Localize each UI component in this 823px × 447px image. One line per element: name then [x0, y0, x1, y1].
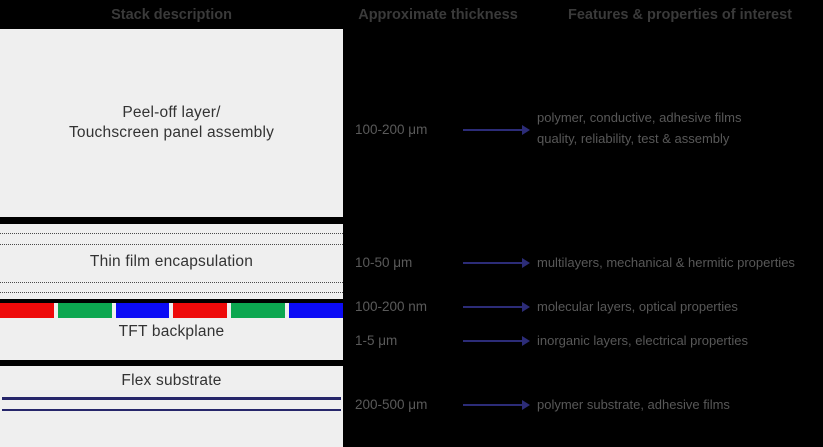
layer-tft-backplane: TFT backplane	[0, 303, 343, 360]
thickness-encapsulation: 10-50 μm	[355, 255, 413, 270]
layer-flex-substrate: Flex substrate	[0, 366, 343, 447]
subpixel-blue	[115, 303, 170, 318]
thickness-column-header: Approximate thickness	[358, 7, 518, 23]
features-peel-off-line2: quality, reliability, test & assembly	[537, 131, 730, 146]
thickness-peel-off: 100-200 μm	[355, 122, 428, 137]
features-peel-off-line1: polymer, conductive, adhesive films	[537, 110, 742, 125]
features-peel-off: polymer, conductive, adhesive films qual…	[537, 107, 741, 149]
peel-off-layer-label-line1: Peel-off layer/	[122, 104, 221, 121]
features-tft-backplane: inorganic layers, electrical properties	[537, 333, 748, 348]
arrow-icon	[463, 336, 530, 346]
stack-column-header: Stack description	[111, 7, 232, 23]
oled-subpixel-row	[0, 303, 343, 318]
features-oled-layers: molecular layers, optical properties	[537, 299, 738, 314]
thickness-tft-backplane: 1-5 μm	[355, 333, 398, 348]
adhesive-film-line	[2, 409, 341, 411]
arrow-icon	[463, 302, 530, 312]
subpixel-red	[173, 303, 228, 318]
encapsulation-dotted-line	[0, 282, 343, 283]
adhesive-film-line	[2, 397, 341, 400]
encapsulation-dotted-line	[0, 233, 343, 234]
arrow-icon	[463, 258, 530, 268]
features-flex-substrate: polymer substrate, adhesive films	[537, 397, 730, 412]
encapsulation-dotted-line	[0, 244, 343, 245]
features-column-header: Features & properties of interest	[568, 7, 792, 23]
peel-off-layer-label: Peel-off layer/ Touchscreen panel assemb…	[69, 103, 274, 143]
subpixel-red	[0, 303, 54, 318]
tft-backplane-label: TFT backplane	[118, 322, 225, 340]
thickness-flex-substrate: 200-500 μm	[355, 397, 428, 412]
flex-substrate-label: Flex substrate	[121, 372, 222, 389]
layer-peel-off-touchscreen: Peel-off layer/ Touchscreen panel assemb…	[0, 29, 343, 217]
thickness-oled-layers: 100-200 nm	[355, 299, 428, 314]
arrow-icon	[463, 125, 530, 135]
encapsulation-dotted-line	[0, 292, 343, 293]
subpixel-green	[57, 303, 112, 318]
features-encapsulation: multilayers, mechanical & hermitic prope…	[537, 255, 795, 270]
encapsulation-layer-label: Thin film encapsulation	[89, 252, 254, 270]
peel-off-layer-label-line2: Touchscreen panel assembly	[68, 124, 275, 141]
subpixel-green	[231, 303, 286, 318]
layer-thin-film-encapsulation: Thin film encapsulation	[0, 224, 343, 299]
subpixel-blue	[289, 303, 343, 318]
arrow-icon	[463, 400, 530, 410]
